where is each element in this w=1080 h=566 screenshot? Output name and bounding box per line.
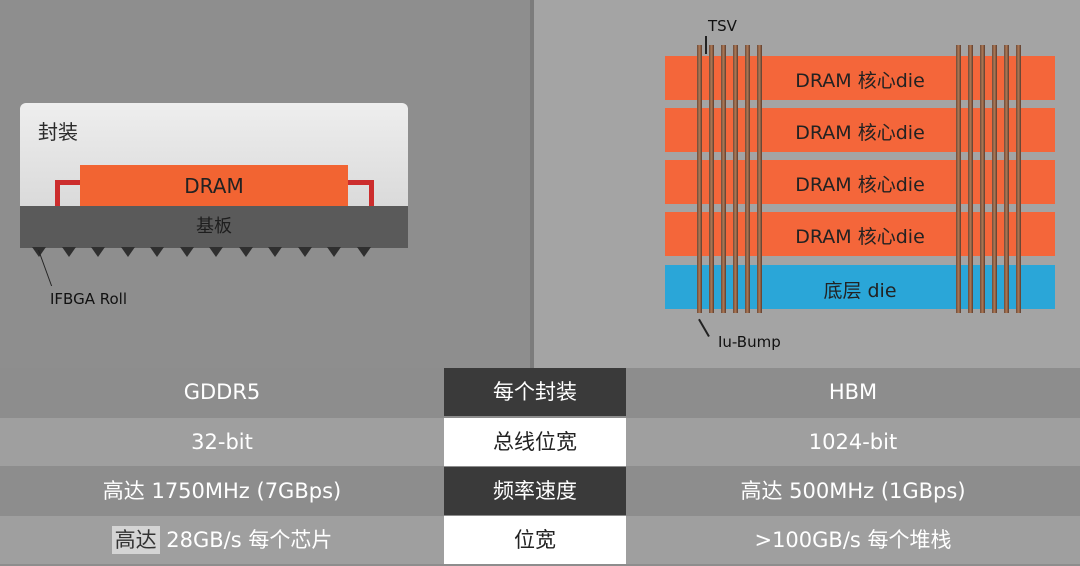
tsv-column — [980, 45, 985, 313]
solder-ball — [61, 247, 76, 257]
hbm-dram-label-4: DRAM 核心die — [795, 226, 925, 248]
solder-ball — [356, 247, 371, 257]
solder-ball — [91, 247, 105, 257]
bond-wire-left — [55, 180, 87, 208]
gddr-value-text: 28GB/s 每个芯片 — [159, 528, 333, 552]
solder-ball — [179, 247, 194, 257]
bond-wire-right — [342, 180, 374, 208]
hbm-dram-layer-3 — [665, 160, 1055, 204]
package-label: 封装 — [38, 120, 78, 144]
hbm-dram-layer-4 — [665, 212, 1055, 256]
solder-ball — [238, 247, 253, 257]
ball-label: IFBGA Roll — [50, 290, 127, 308]
tsv-column — [968, 45, 973, 313]
hbm-value: >100GB/s 每个堆栈 — [626, 516, 1080, 564]
solder-ball — [268, 247, 282, 257]
table-row: GDDR5 每个封装 HBM — [0, 368, 1080, 416]
table-row: 高达 28GB/s 每个芯片 位宽 >100GB/s 每个堆栈 — [0, 516, 1080, 564]
tsv-column — [721, 45, 726, 313]
row-label: 位宽 — [444, 516, 626, 564]
solder-ball — [297, 247, 312, 257]
solder-balls — [32, 247, 402, 259]
tsv-column — [992, 45, 997, 313]
solder-ball — [120, 247, 135, 257]
hbm-value: 1024-bit — [626, 418, 1080, 466]
solder-ball — [32, 247, 46, 257]
tsv-column — [733, 45, 738, 313]
tsv-label: TSV — [708, 17, 737, 35]
tsv-group-left — [697, 45, 767, 313]
bump-label: Iu-Bump — [718, 333, 781, 351]
row-label: 频率速度 — [444, 467, 626, 515]
hbm-dram-layer-1 — [665, 56, 1055, 100]
dram-chip: DRAM — [80, 165, 348, 207]
tsv-column — [757, 45, 762, 313]
table-row: 高达 1750MHz (7GBps) 频率速度 高达 500MHz (1GBps… — [0, 467, 1080, 515]
tsv-column — [709, 45, 714, 313]
row-label: 每个封装 — [444, 368, 626, 416]
tsv-column — [697, 45, 702, 313]
panel-divider — [530, 0, 534, 368]
gddr-header: GDDR5 — [0, 368, 444, 416]
gddr-value: 高达 1750MHz (7GBps) — [0, 467, 444, 515]
solder-ball — [327, 247, 341, 257]
tsv-pointer-line — [705, 36, 707, 54]
tsv-group-right — [956, 45, 1026, 313]
substrate: 基板 — [20, 206, 408, 248]
hbm-dram-label-1: DRAM 核心die — [795, 70, 925, 92]
tsv-column — [1004, 45, 1009, 313]
gddr-value: 32-bit — [0, 418, 444, 466]
hbm-dram-label-2: DRAM 核心die — [795, 122, 925, 144]
tsv-column — [956, 45, 961, 313]
hbm-base-layer — [665, 265, 1055, 309]
tsv-column — [1016, 45, 1021, 313]
comparison-table: GDDR5 每个封装 HBM 32-bit 总线位宽 1024-bit 高达 1… — [0, 368, 1080, 566]
highlight-text: 高达 — [111, 526, 160, 554]
hbm-dram-layer-2 — [665, 108, 1055, 152]
solder-ball — [150, 247, 164, 257]
gddr-value: 高达 28GB/s 每个芯片 — [0, 516, 444, 564]
hbm-value: 高达 500MHz (1GBps) — [626, 467, 1080, 515]
hbm-header: HBM — [626, 368, 1080, 416]
tsv-column — [745, 45, 750, 313]
hbm-dram-label-3: DRAM 核心die — [795, 174, 925, 196]
table-row: 32-bit 总线位宽 1024-bit — [0, 418, 1080, 466]
row-label: 总线位宽 — [444, 418, 626, 466]
solder-ball — [209, 247, 223, 257]
hbm-base-label: 底层 die — [823, 280, 897, 302]
